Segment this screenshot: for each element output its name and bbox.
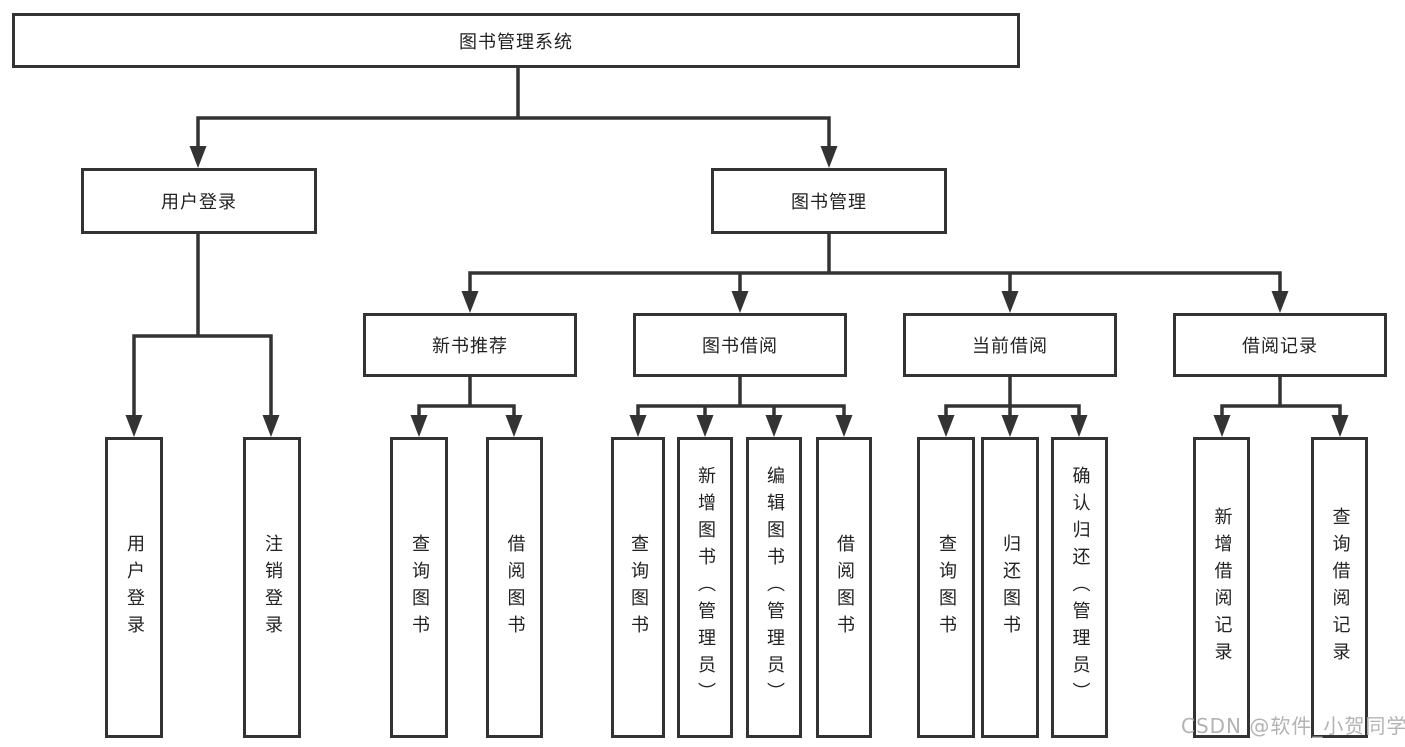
node-book-management: 图书管理: [711, 168, 947, 234]
node-new-book-recommendation: 新书推荐: [363, 313, 577, 377]
node-user-login: 用户登录: [81, 168, 317, 234]
leaf-confirm-return-admin: 确认归还（管理员）: [1051, 437, 1108, 738]
node-borrowing-records: 借阅记录: [1173, 313, 1387, 377]
csdn-watermark: CSDN @软件_小贺同学: [1181, 714, 1405, 738]
leaf-borrowing-borrow-book: 借阅图书: [816, 437, 872, 738]
leaf-query-borrow-record: 查询借阅记录: [1311, 437, 1368, 738]
leaf-user-login: 用户登录: [105, 437, 163, 738]
node-book-borrowing: 图书借阅: [633, 313, 847, 377]
leaf-edit-book-admin: 编辑图书（管理员）: [746, 437, 802, 738]
node-library-management-system: 图书管理系统: [12, 13, 1020, 68]
leaf-recommend-query-book: 查询图书: [390, 437, 448, 738]
leaf-logout: 注销登录: [243, 437, 301, 738]
leaf-add-book-admin: 新增图书（管理员）: [677, 437, 733, 738]
leaf-current-query-book: 查询图书: [917, 437, 975, 738]
leaf-add-borrow-record: 新增借阅记录: [1193, 437, 1250, 738]
leaf-recommend-borrow-book: 借阅图书: [486, 437, 543, 738]
node-current-borrowing: 当前借阅: [903, 313, 1117, 377]
leaf-borrowing-query-book: 查询图书: [611, 437, 665, 738]
leaf-return-book: 归还图书: [981, 437, 1039, 738]
